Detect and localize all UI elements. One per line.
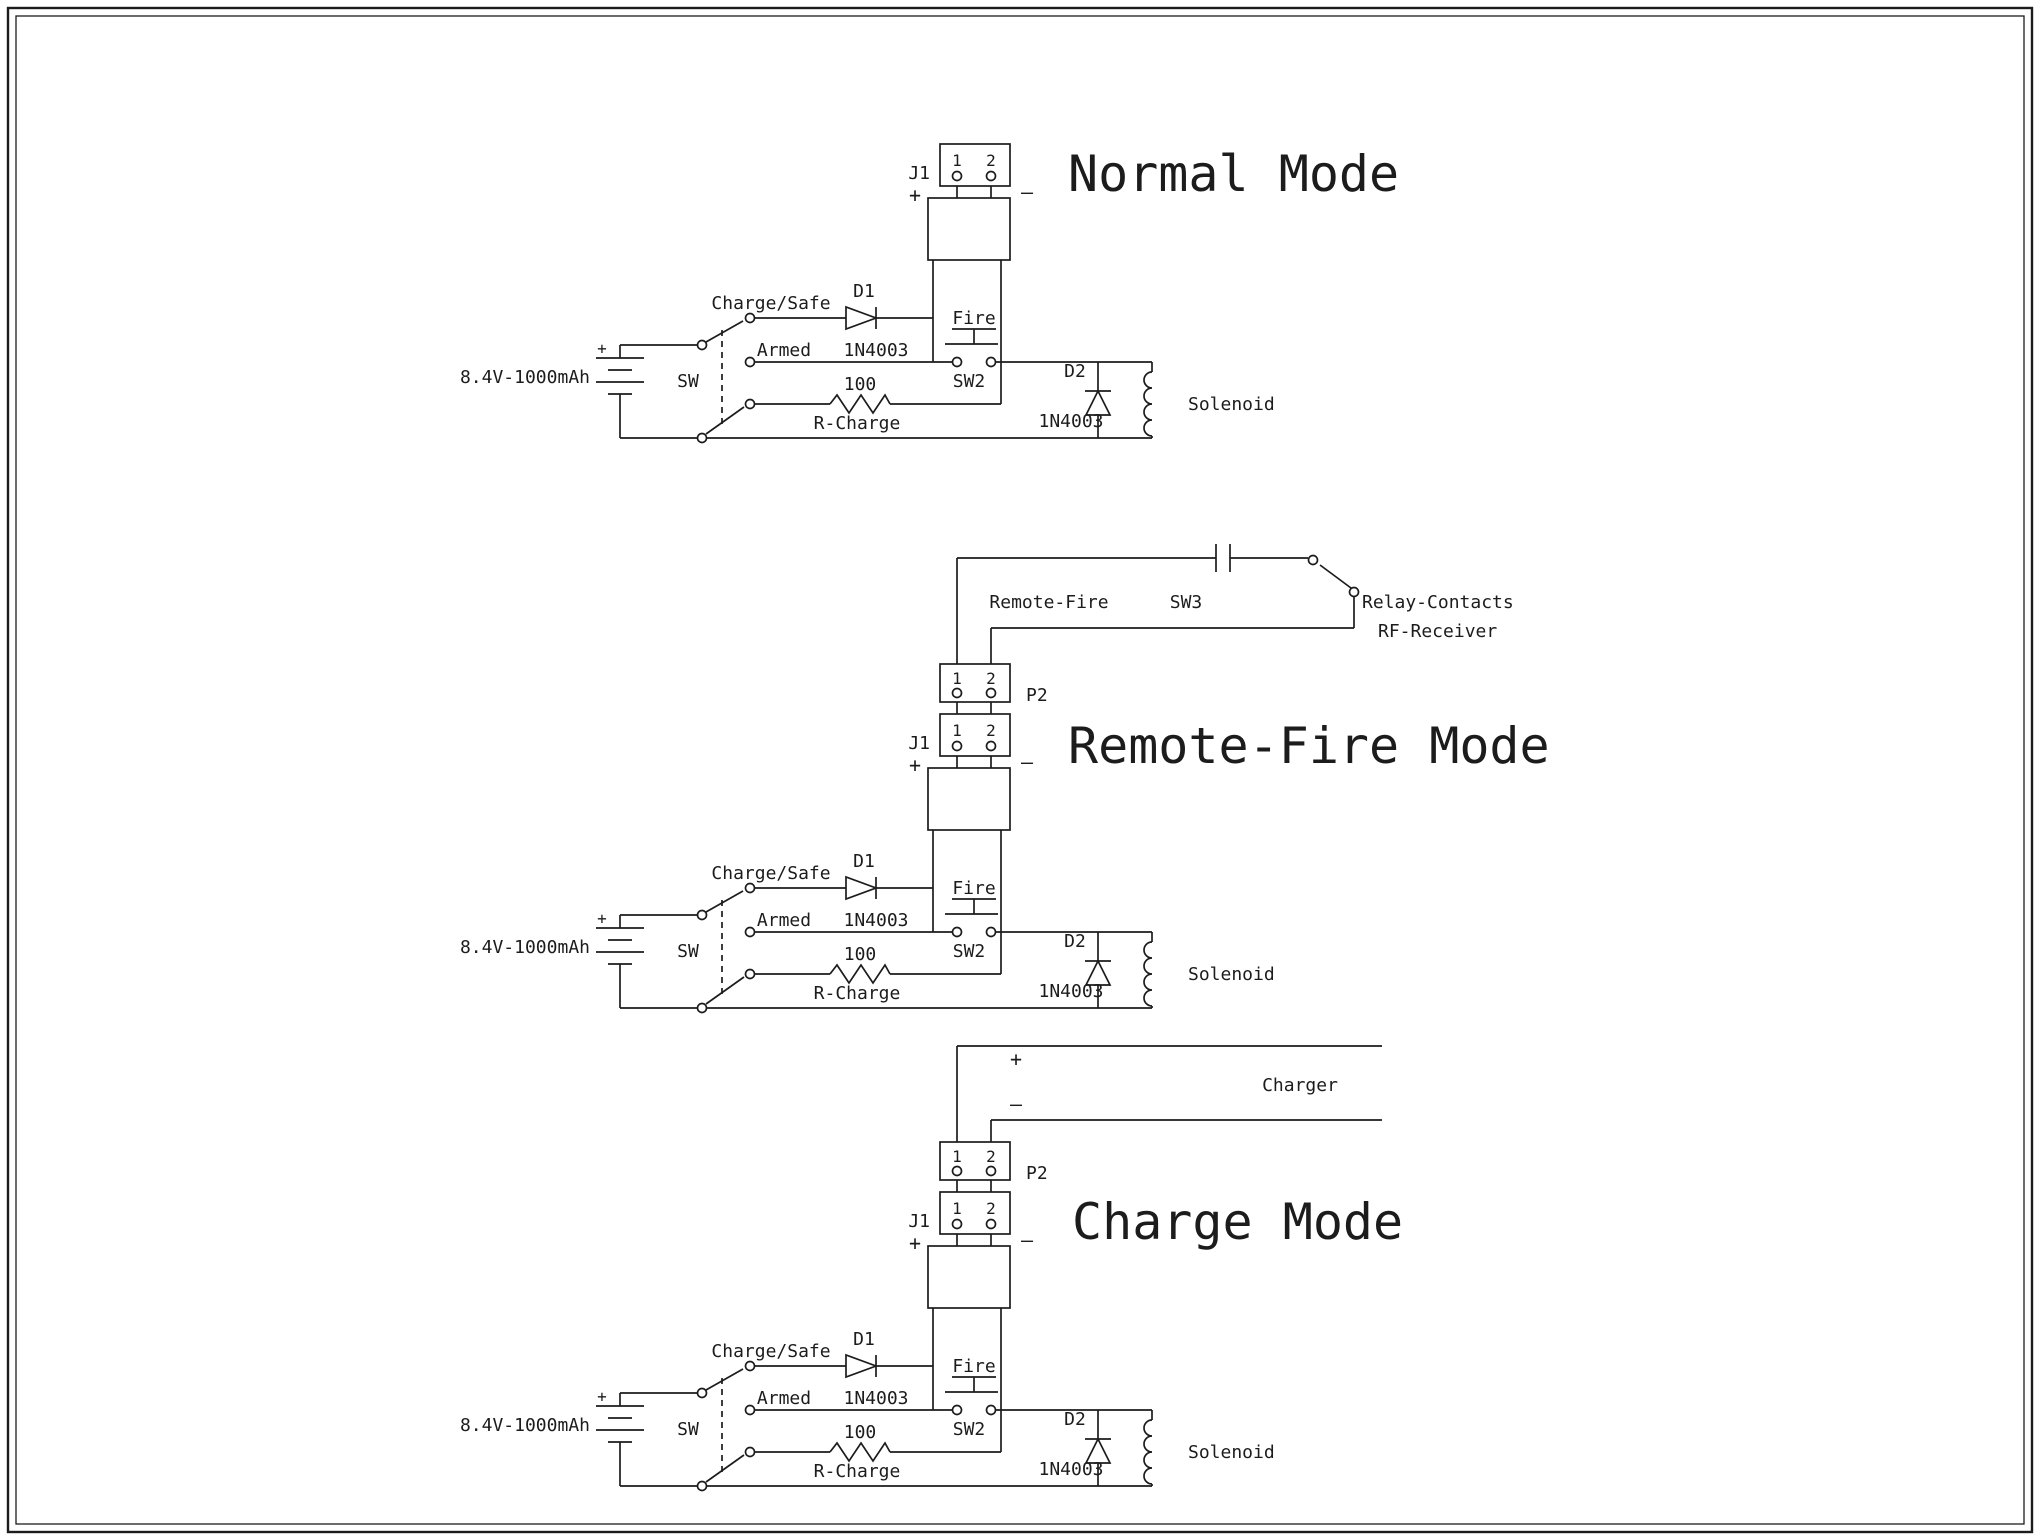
charger-minus-label: –: [1010, 1092, 1023, 1116]
p2-pin2-label: 2: [986, 669, 996, 688]
p2-pin1-circle: [951, 1165, 963, 1177]
p2-connector-remote: 1 2 P2: [939, 663, 1048, 714]
remote-fire-loop: Remote-Fire SW3 Relay-Contacts RF-Receiv…: [956, 544, 1514, 664]
p2-pin2-label: 2: [986, 1147, 996, 1166]
p2-pin1-label: 1: [952, 1147, 962, 1166]
normal-mode-title: Normal Mode: [1068, 145, 1399, 203]
p2-pin1-circle: [951, 687, 963, 699]
remote-fire-mode-title: Remote-Fire Mode: [1068, 717, 1550, 775]
relay-contact-bottom: [1348, 586, 1360, 598]
p2-connector-box: [939, 1141, 1011, 1181]
charger-label: Charger: [1262, 1075, 1338, 1096]
p2-connector-box: [939, 663, 1011, 703]
charger-plus-label: +: [1010, 1047, 1022, 1071]
remote-fire-label: Remote-Fire: [989, 592, 1108, 613]
section-normal-mode: Normal Mode: [459, 143, 1399, 444]
relay-contact-top: [1307, 554, 1319, 566]
relay-switch-blade: [1319, 564, 1352, 589]
drawing-border-inner: [15, 15, 2025, 1525]
p2-connector-charge: 1 2 P2: [939, 1141, 1048, 1192]
p2-ref-label: P2: [1026, 1163, 1048, 1184]
p2-pin1-label: 1: [952, 669, 962, 688]
charge-mode-title: Charge Mode: [1072, 1193, 1403, 1251]
drawing-border-outer: [6, 6, 2034, 1534]
sw3-ref-label: SW3: [1170, 592, 1203, 613]
section-charge-mode: Charge Mode 1 2 P2 + – Charger: [459, 1045, 1403, 1492]
p2-ref-label: P2: [1026, 685, 1048, 706]
relay-contacts-label: Relay-Contacts: [1362, 592, 1514, 613]
charger-connection: + – Charger: [956, 1045, 1382, 1142]
section-remote-fire-mode: Remote-Fire Mode 1 2 P2 Remote-Fire SW3: [459, 544, 1550, 1014]
p2-pin2-circle: [985, 1165, 997, 1177]
rf-receiver-label: RF-Receiver: [1378, 621, 1497, 642]
p2-pin2-circle: [985, 687, 997, 699]
